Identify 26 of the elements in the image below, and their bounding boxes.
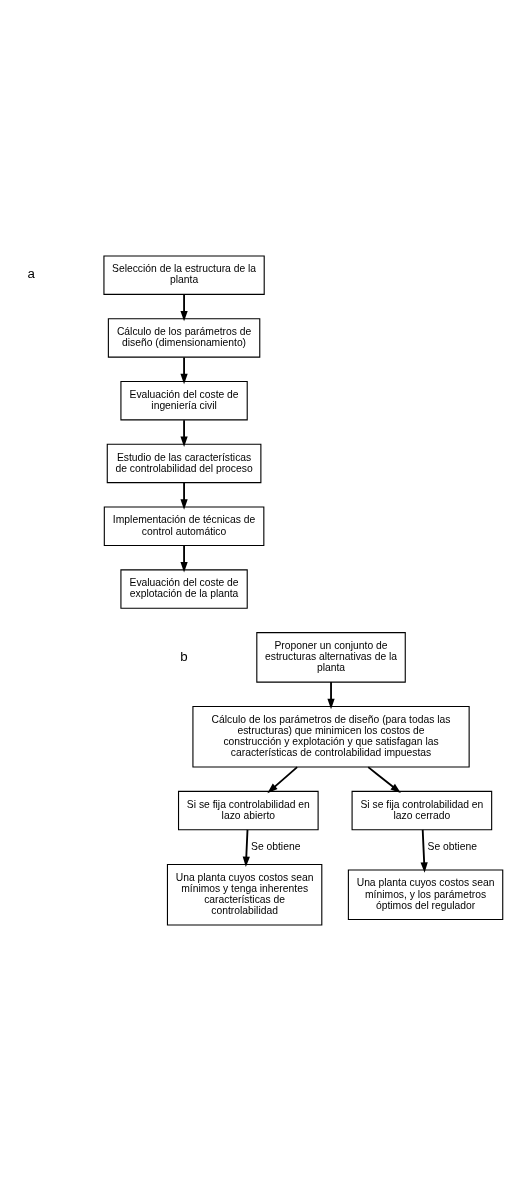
node-box: Una planta cuyos costos sean mínimos, y los parámetros óptimos del regulador — [347, 868, 504, 920]
node-box: Proponer un conjunto de estructuras alternativas de la planta — [256, 631, 406, 683]
arrow — [327, 680, 335, 709]
node-box: Estudio de las características de controlabilidad del proceso — [106, 443, 262, 483]
arrow — [180, 481, 188, 510]
node-box: Selección de la estructura de la planta — [103, 254, 265, 295]
label: b — [180, 648, 188, 664]
arrow — [242, 828, 250, 867]
arrow — [367, 765, 401, 793]
edge-label: Se obtiene — [427, 840, 477, 852]
arrow — [420, 828, 428, 873]
arrow — [180, 544, 188, 572]
node-box: Cálculo de los parámetros de diseño (para todas las estructuras) que minimicen los costos de construcción y explotación y que satisfagan las características de controlabilidad impuestas — [192, 705, 470, 768]
node-box: Evaluación del coste de ingeniería civil — [120, 380, 248, 420]
node-box: Si se fija controlabilidad en lazo cerrado — [351, 790, 493, 830]
arrow — [180, 293, 188, 321]
node-box: Implementación de técnicas de control automático — [103, 506, 265, 546]
node-box: Si se fija controlabilidad en lazo abierto — [177, 790, 319, 830]
label: a — [27, 265, 35, 281]
node-box: Una planta cuyos costos sean mínimos y tenga inherentes características de controlabilidad — [166, 863, 323, 926]
arrow — [180, 355, 188, 384]
node-box: Cálculo de los parámetros de diseño (dimensionamiento) — [107, 317, 261, 358]
arrow — [267, 765, 299, 793]
edge-label: Se obtiene — [250, 840, 301, 852]
arrow — [180, 418, 188, 447]
node-box: Evaluación del coste de explotación de la planta — [120, 568, 248, 609]
